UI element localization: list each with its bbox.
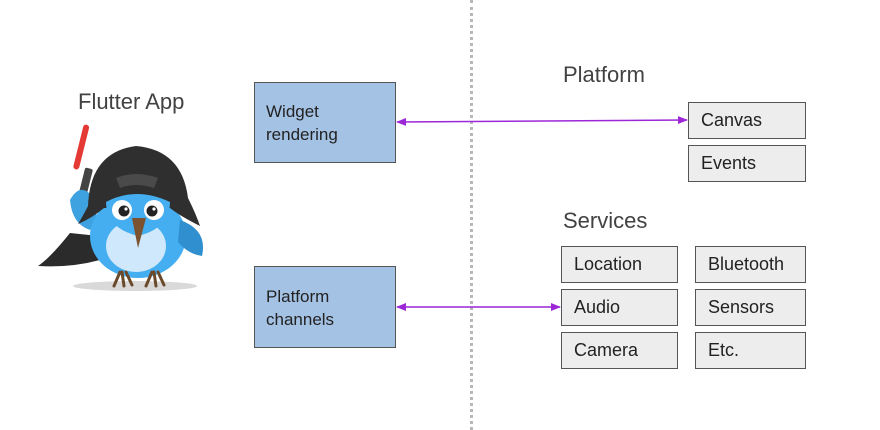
sensors-box: Sensors <box>695 289 806 326</box>
audio-box: Audio <box>561 289 678 326</box>
widget-rendering-line2: rendering <box>266 125 338 144</box>
canvas-box: Canvas <box>688 102 806 139</box>
widget-rendering-box: Widget rendering <box>254 82 396 163</box>
bluetooth-box: Bluetooth <box>695 246 806 283</box>
services-title: Services <box>563 208 648 233</box>
widget-rendering-line1: Widget <box>266 102 319 121</box>
platform-channels-box: Platform channels <box>254 266 396 348</box>
etc-box: Etc. <box>695 332 806 369</box>
rendering-canvas-arrow <box>396 116 688 126</box>
camera-box: Camera <box>561 332 678 369</box>
flutter-mascot-icon <box>38 124 204 291</box>
location-box: Location <box>561 246 678 283</box>
platform-channels-line2: channels <box>266 310 335 329</box>
platform-channels-line1: Platform <box>266 287 330 306</box>
events-box: Events <box>688 145 806 182</box>
platform-divider <box>470 0 473 430</box>
platform-title: Platform <box>563 62 645 87</box>
flutter-app-title: Flutter App <box>78 89 185 114</box>
